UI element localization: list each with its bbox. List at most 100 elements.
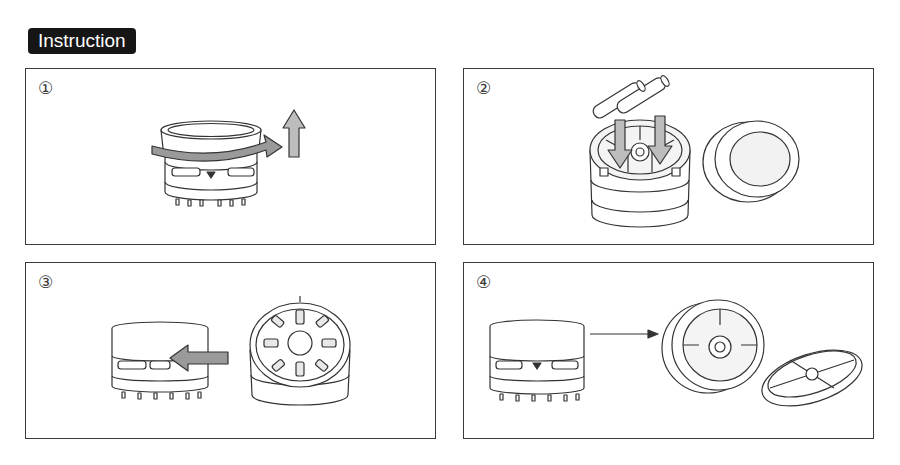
direction-arrow	[590, 333, 648, 334]
vacuum-device	[154, 393, 157, 399]
vacuum-device	[150, 361, 170, 369]
step-number: ③	[38, 272, 53, 292]
base-disc	[755, 339, 869, 417]
step-panel: ③	[25, 262, 436, 439]
open-container	[709, 336, 731, 358]
bottom-view	[271, 315, 285, 328]
vacuum-device	[118, 361, 146, 369]
push-arrow	[170, 345, 228, 371]
vacuum-device	[532, 395, 535, 401]
batteries	[591, 74, 671, 120]
open-base	[636, 148, 644, 156]
vacuum-device	[490, 356, 584, 361]
batteries	[615, 76, 668, 116]
open-container	[683, 309, 757, 345]
twist-arrow	[152, 135, 282, 161]
insert-arrows	[608, 116, 672, 168]
insert-arrows	[648, 116, 672, 164]
open-container	[715, 342, 725, 352]
vacuum-device	[548, 395, 551, 401]
lid-ring	[730, 132, 790, 186]
open-container	[672, 300, 764, 390]
vacuum-device	[186, 393, 189, 399]
open-container	[683, 309, 757, 381]
twist-arrow	[152, 135, 282, 161]
bottom-view	[296, 310, 304, 324]
vacuum-device	[198, 392, 201, 398]
open-base	[631, 143, 649, 161]
push-arrow	[170, 345, 228, 371]
open-base	[672, 168, 680, 176]
step-number: ②	[476, 78, 491, 98]
vacuum-device	[564, 395, 567, 401]
batteries	[635, 79, 646, 92]
open-base	[591, 180, 689, 192]
bottom-view	[256, 309, 344, 381]
title-label: Instruction	[28, 28, 136, 54]
vacuum-device	[170, 393, 173, 399]
vacuum-device	[122, 392, 125, 398]
base-disc	[762, 342, 861, 407]
step-number: ①	[38, 78, 53, 98]
direction-arrow	[648, 330, 658, 338]
vacuum-device	[533, 363, 541, 369]
lift-arrow	[283, 110, 305, 157]
bottom-view	[264, 339, 278, 347]
vacuum-device	[188, 200, 191, 206]
vacuum-device	[161, 121, 261, 206]
open-base	[600, 168, 608, 176]
step-panel: ④	[463, 262, 874, 439]
illustration	[112, 74, 869, 417]
open-base	[590, 120, 690, 180]
lift-arrow	[283, 110, 305, 157]
base-disc	[770, 360, 854, 388]
open-base	[590, 120, 690, 227]
vacuum-device	[200, 200, 203, 206]
batteries	[659, 74, 670, 87]
direction-arrow	[590, 330, 658, 338]
bottom-view	[296, 362, 304, 376]
vacuum-device	[552, 361, 578, 369]
vacuum-device	[490, 320, 584, 394]
vacuum-device	[207, 172, 215, 178]
base-disc	[755, 339, 869, 417]
insert-arrows	[608, 120, 632, 168]
step-panel: ①	[25, 68, 436, 245]
vacuum-device	[218, 200, 221, 206]
vacuum-device	[576, 394, 579, 400]
vacuum-device	[228, 168, 254, 176]
vacuum-device	[112, 376, 208, 381]
bottom-view	[271, 359, 285, 372]
bottom-view	[288, 331, 312, 355]
open-base	[592, 200, 688, 212]
vacuum-device	[138, 393, 141, 399]
vacuum-device	[500, 394, 503, 400]
vacuum-device	[176, 199, 179, 205]
vacuum-device	[516, 395, 519, 401]
vacuum-device	[172, 168, 200, 176]
lid-ring	[703, 121, 799, 202]
open-container	[662, 300, 764, 393]
vacuum-device	[165, 182, 257, 190]
vacuum-device	[490, 320, 584, 401]
step-panel: ②	[463, 68, 874, 245]
step-number: ④	[476, 272, 491, 292]
base-disc	[806, 368, 818, 380]
bottom-view	[315, 315, 329, 328]
vacuum-device	[496, 361, 522, 369]
lid-ring	[715, 121, 799, 197]
vacuum-device	[490, 376, 584, 381]
bottom-view	[250, 303, 350, 387]
bottom-view	[322, 339, 336, 347]
vacuum-device	[230, 200, 233, 206]
bottom-view	[315, 359, 329, 372]
vacuum-device	[161, 121, 261, 139]
bottom-view	[250, 296, 350, 405]
bottom-view	[264, 310, 336, 376]
vacuum-device	[168, 124, 254, 137]
vacuum-device	[242, 199, 245, 205]
bottom-view	[299, 296, 300, 302]
